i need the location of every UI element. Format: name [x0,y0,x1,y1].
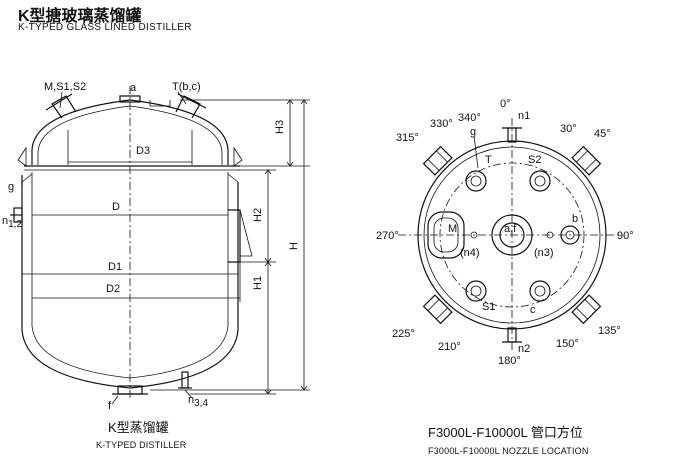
angle-90: 90° [617,230,634,242]
lug-135 [571,294,602,325]
label-n3: (n3) [534,247,554,259]
page-subtitle: K-TYPED GLASS LINED DISTILLER [18,22,192,33]
angle-315: 315° [396,132,419,144]
nozzle-a-f [491,214,533,256]
mark-n3 [546,231,554,239]
angle-135: 135° [598,325,621,337]
label-b: b [572,213,578,225]
side-outlet [228,209,241,263]
vessel-elevation [10,86,310,405]
label-g: g [8,181,14,193]
angle-150: 150° [556,338,579,350]
nozzle-mss [51,95,77,119]
angle-340: 340° [458,112,481,124]
label-t: T [485,154,492,166]
label-f: f [108,400,112,412]
label-d: D [112,201,120,213]
angle-0: 0° [500,98,511,110]
angle-210: 210° [438,341,461,353]
mark-n4 [470,231,478,239]
nozzle-plan [398,118,622,352]
nozzle-s2 [529,170,551,192]
label-n2: n2 [518,343,530,355]
label-g-plan: g [470,126,476,138]
bottom-nozzle-n34 [181,371,189,389]
angle-180: 180° [498,355,521,367]
label-tbc: T(b,c) [172,81,201,93]
left-caption-zh: K型蒸馏罐 [108,420,169,435]
angle-45: 45° [594,128,611,140]
angle-30: 30° [560,123,577,135]
label-d2: D2 [106,283,120,295]
label-a-f: a,f [504,223,517,235]
right-caption-en: F3000L-F10000L NOZZLE LOCATION [428,446,589,456]
label-s2: S2 [528,154,541,166]
lug-45 [571,145,602,176]
label-c: c [530,304,536,316]
nozzle-c [529,280,551,302]
label-h: H [288,242,300,250]
left-caption-en: K-TYPED DISTILLER [96,440,187,450]
label-h3: H3 [274,120,286,134]
label-a: a [130,82,137,94]
label-n4: (n4) [460,247,480,259]
label-h2: H2 [252,208,264,222]
label-d1: D1 [108,261,122,273]
nozzle-t [465,170,487,192]
label-n12: n1,2 [2,215,22,230]
right-caption-zh: F3000L-F10000L 管口方位 [428,425,583,440]
angle-330: 330° [430,118,453,130]
vessel-top-head [31,99,229,165]
angle-225: 225° [392,328,415,340]
page-title: K型搪玻璃蒸馏罐 [18,8,142,25]
angle-270: 270° [376,230,399,242]
label-n1: n1 [518,110,530,122]
nozzle-s1 [465,280,487,302]
lug-315 [422,145,453,176]
label-m: M [448,223,457,235]
label-d3: D3 [136,145,150,157]
label-n34: n3,4 [188,394,208,409]
support-lug-right [233,146,243,167]
label-s1: S1 [482,301,495,313]
label-mss: M,S1,S2 [44,81,86,93]
lug-225 [422,294,453,325]
jacket-outer-wall [21,182,239,389]
nozzle-b [560,225,580,245]
manhole-m [427,211,465,259]
label-h1: H1 [252,276,264,290]
support-lug-left [17,146,27,167]
